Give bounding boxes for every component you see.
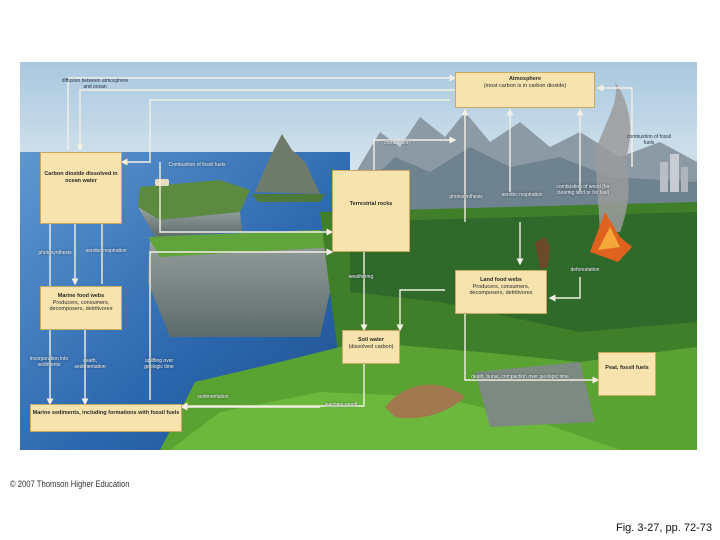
label-uplifting: uplifting over geologic time (144, 358, 174, 370)
label-weathering: weathering (348, 274, 374, 280)
label-combustion: combustion (384, 140, 410, 146)
label-photosynthesis-land: photosynthesis (449, 194, 483, 200)
label-combustion-fossil-left: Combustion of fossil fuels (168, 162, 226, 168)
land-food-webs-title: Land food webs (480, 277, 522, 283)
soil-water-subtitle: (dissolved carbon) (348, 343, 394, 350)
marine-food-webs-subtitle: Producers, consumers, decomposers, detri… (49, 299, 113, 313)
peat-fossil-fuels-title: Peat, fossil fuels (605, 365, 649, 371)
copyright-notice: © 2007 Thomson Higher Education (10, 479, 130, 489)
marine-food-webs-box: Marine food webs Producers, consumers, d… (40, 286, 122, 330)
figure-reference: Fig. 3-27, pp. 72-73 (615, 522, 712, 534)
atmosphere-box: Atmosphere (most carbon is in carbon dio… (455, 72, 595, 108)
atmosphere-subtitle: (most carbon is in carbon dioxide) (483, 82, 567, 89)
label-aerobic-marine: aerobic respiration (85, 248, 127, 254)
label-death-sedimentation: death, sedimentation (74, 358, 106, 370)
carbon-dioxide-ocean-box: Carbon dioxide dissolved in ocean water (40, 152, 122, 224)
land-food-webs-subtitle: Producers, consumers, decomposers, detri… (469, 283, 533, 297)
peat-fossil-fuels-box: Peat, fossil fuels (598, 352, 656, 396)
label-photosynthesis-marine: photosynthesis (38, 250, 72, 256)
label-burning: combustion of wood (for clearing land or… (556, 184, 610, 196)
label-diffusion: diffusion between atmosphere and ocean (61, 78, 129, 90)
marine-food-webs-title: Marine food webs (57, 293, 105, 299)
marine-sediments-title: Marine sediments, including formations w… (32, 410, 180, 416)
marine-sediments-box: Marine sediments, including formations w… (30, 404, 182, 432)
landscape-background (20, 62, 697, 450)
land-food-webs-box: Land food webs Producers, consumers, dec… (455, 270, 547, 314)
label-combustion-fossil-right: combustion of fossil fuels (627, 134, 671, 146)
label-incorporation: incorporation into sediments (29, 356, 69, 368)
carbon-cycle-illustration: Atmosphere (most carbon is in carbon dio… (20, 62, 697, 450)
soil-water-box: Soil water (dissolved carbon) (342, 330, 400, 364)
terrestrial-rocks-box: Terrestrial rocks (332, 170, 410, 252)
label-sedimentation: sedimentation (197, 394, 229, 400)
label-aerobic-land: aerobic respiration (501, 192, 543, 198)
label-death-burial: death, burial, compaction over geologic … (471, 374, 569, 380)
terrestrial-rocks-title: Terrestrial rocks (349, 201, 393, 207)
soil-water-title: Soil water (358, 337, 384, 343)
carbon-dioxide-ocean-title: Carbon dioxide dissolved in ocean water (44, 171, 118, 184)
label-leaching: leaching runoff (324, 402, 358, 408)
atmosphere-title: Atmosphere (508, 76, 542, 82)
label-deforestation: deforestation (570, 267, 600, 273)
